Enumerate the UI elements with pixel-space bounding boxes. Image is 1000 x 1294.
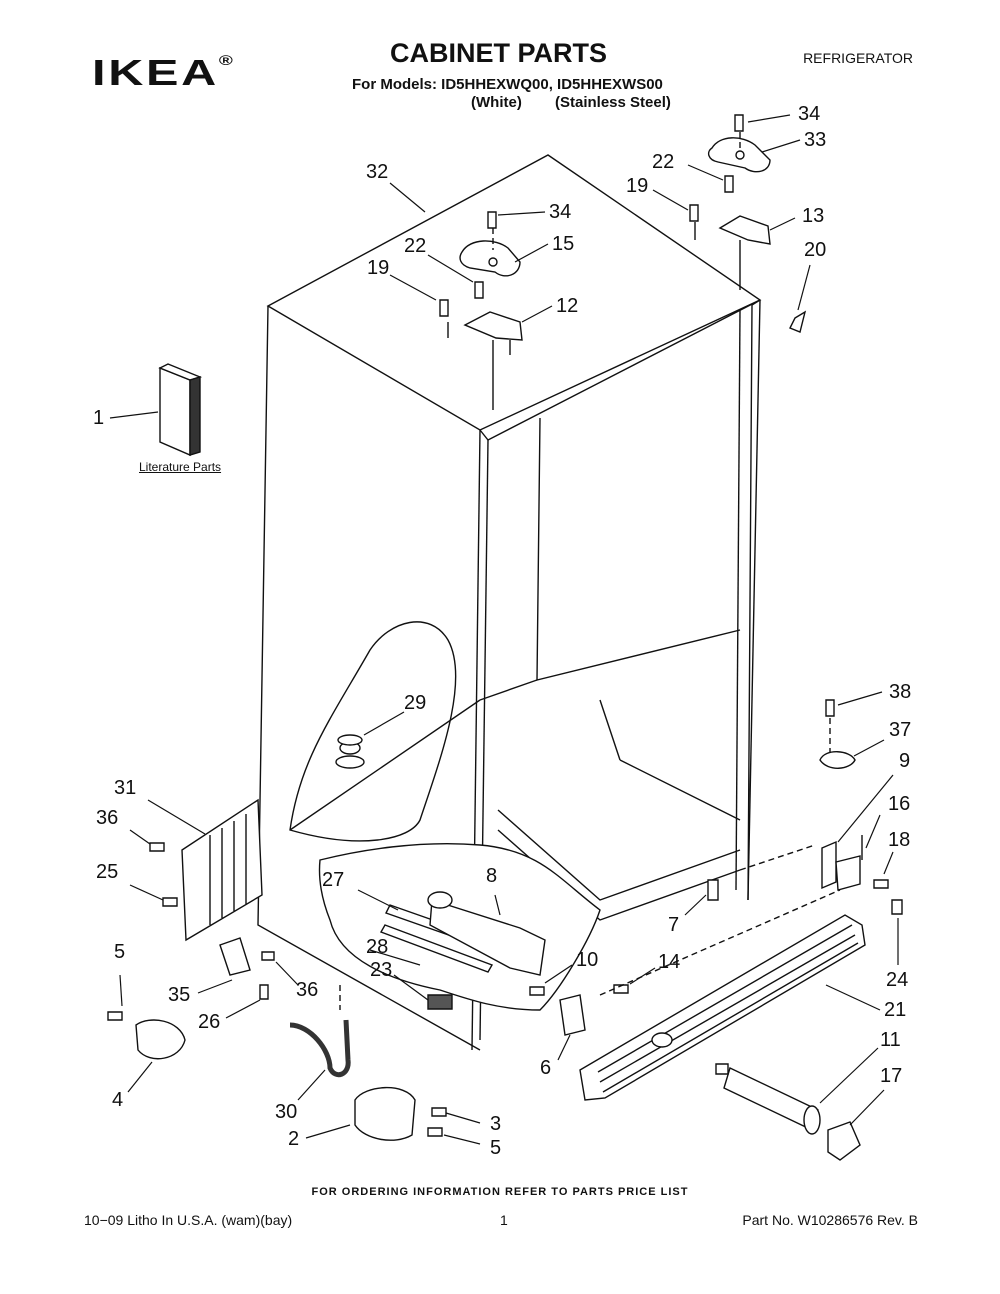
valve-4 [136,1020,185,1059]
callout-5-bottom: 5 [490,1137,502,1159]
callout-4: 4 [112,1089,124,1111]
callout-19-left: 19 [367,257,390,279]
hinge-cover-15 [460,241,520,276]
grommet-29 [336,735,364,768]
hinge-cover-33 [709,138,770,172]
page-title: CABINET PARTS [390,38,608,68]
product-type: REFRIGERATOR [803,50,913,66]
clip-6 [560,995,585,1035]
rear-grille-31 [182,800,262,940]
callout-3: 3 [490,1113,502,1135]
callout-9: 9 [899,750,911,772]
models-line: For Models: ID5HHEXWQ00, ID5HHEXWS00 [352,76,663,93]
callout-33: 33 [804,129,827,151]
cabinet-shell [258,155,760,1050]
literature-book [160,364,200,455]
cap-17 [828,1122,860,1160]
callout-8: 8 [486,865,498,887]
variant-stainless: (Stainless Steel) [555,94,671,111]
literature-parts-label: Literature Parts [139,460,222,474]
callout-29: 29 [404,692,427,714]
bottom-hinge-9-16 [822,835,862,890]
callout-5-top: 5 [114,941,126,963]
callout-14: 14 [658,951,681,973]
callout-26: 26 [198,1011,221,1033]
callout-22-right: 22 [652,151,675,173]
callout-22-left: 22 [404,235,427,257]
callout-36-left: 36 [96,807,119,829]
registered-mark: ® [218,52,233,68]
callout-11: 11 [880,1029,901,1051]
ikea-logo: IKEA® [92,52,233,94]
callout-27: 27 [322,869,345,891]
part-23 [428,995,452,1009]
bracket-7 [708,880,718,900]
water-tube-30 [290,1020,348,1075]
callout-38: 38 [889,681,912,703]
toe-grille-21 [580,915,865,1100]
callout-24: 24 [886,969,909,991]
callout-34-left: 34 [549,201,572,223]
callout-10: 10 [576,949,599,971]
screws [108,115,902,1136]
logo-text: IKEA [92,52,219,93]
bracket-35 [220,938,250,975]
callout-17: 17 [880,1065,903,1087]
callout-19-right: 19 [626,175,649,197]
dampers-8 [428,892,545,975]
water-filter-11 [716,1064,820,1134]
hinge-13 [695,216,770,290]
callout-13: 13 [802,205,825,227]
callout-23: 23 [370,959,393,981]
page-number: 1 [500,1212,508,1228]
callout-36-bottom: 36 [296,979,319,1001]
callout-35: 35 [168,984,191,1006]
leader-lines [110,115,898,1144]
callout-7: 7 [668,914,680,936]
callout-32: 32 [366,161,389,183]
callout-28: 28 [366,936,389,958]
bracket-37 [820,752,855,769]
callout-30: 30 [275,1101,298,1123]
callout-25: 25 [96,861,119,883]
callout-15: 15 [552,233,575,255]
callout-31: 31 [114,777,137,799]
clip-20 [790,312,805,332]
valve-2 [355,1088,415,1141]
callout-2: 2 [288,1128,300,1150]
callout-6: 6 [540,1057,552,1079]
ordering-note: FOR ORDERING INFORMATION REFER TO PARTS … [311,1186,689,1198]
part-number: Part No. W10286576 Rev. B [742,1212,918,1228]
cutaway-upper [290,622,456,841]
callout-16: 16 [888,793,911,815]
callout-37: 37 [889,719,912,741]
callout-34-top: 34 [798,103,821,125]
callout-12: 12 [556,295,579,317]
callout-18: 18 [888,829,911,851]
litho-info: 10−09 Litho In U.S.A. (wam)(bay) [84,1212,293,1228]
variant-white: (White) [471,94,522,111]
hinge-12 [448,312,522,410]
callout-21: 21 [884,999,907,1021]
callout-20: 20 [804,239,827,261]
callout-1: 1 [93,407,105,429]
